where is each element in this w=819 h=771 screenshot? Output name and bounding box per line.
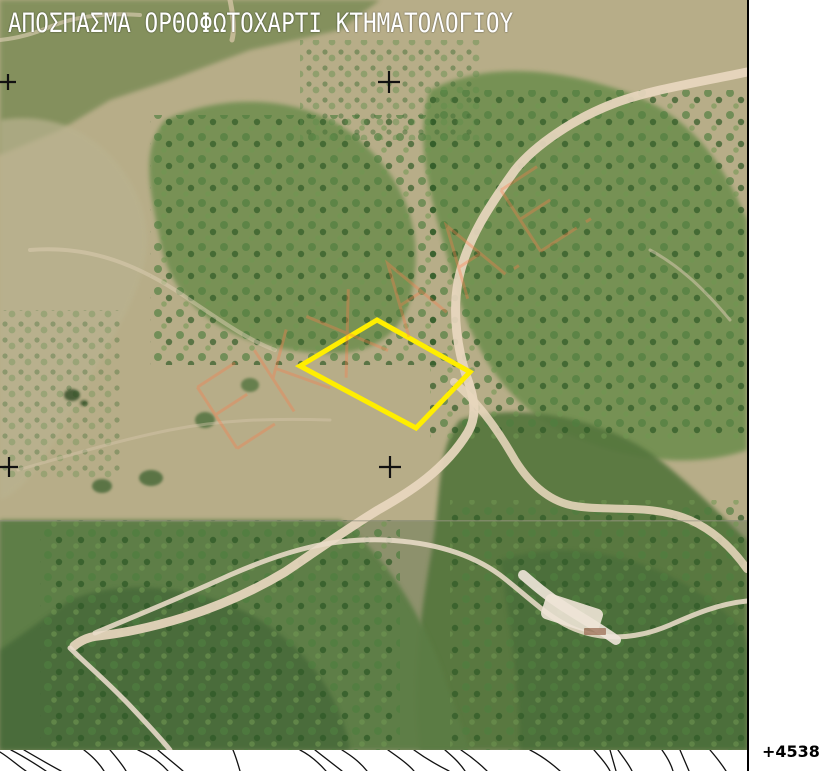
crosshair-icon <box>378 71 400 93</box>
grid-crosshairs <box>0 71 401 478</box>
coordinate-label: +4538 <box>762 742 819 761</box>
parcel-outline[interactable] <box>294 317 475 432</box>
contour-strip <box>0 750 727 771</box>
orthophoto-image <box>0 0 747 750</box>
crosshair-icon <box>379 456 401 478</box>
crosshair-icon <box>0 74 16 90</box>
map-frame-line <box>747 0 749 771</box>
bottom-map-edge <box>0 750 747 771</box>
watermark-art <box>196 165 592 450</box>
crosshair-icon <box>0 457 18 477</box>
orthophoto-map: ΑΠΟΣΠΑΣΜΑ ΟΡΘΟΦΩΤΟΧΑΡΤΙ ΚΤΗΜΑΤΟΛΟΓΙΟΥ <box>0 0 747 750</box>
